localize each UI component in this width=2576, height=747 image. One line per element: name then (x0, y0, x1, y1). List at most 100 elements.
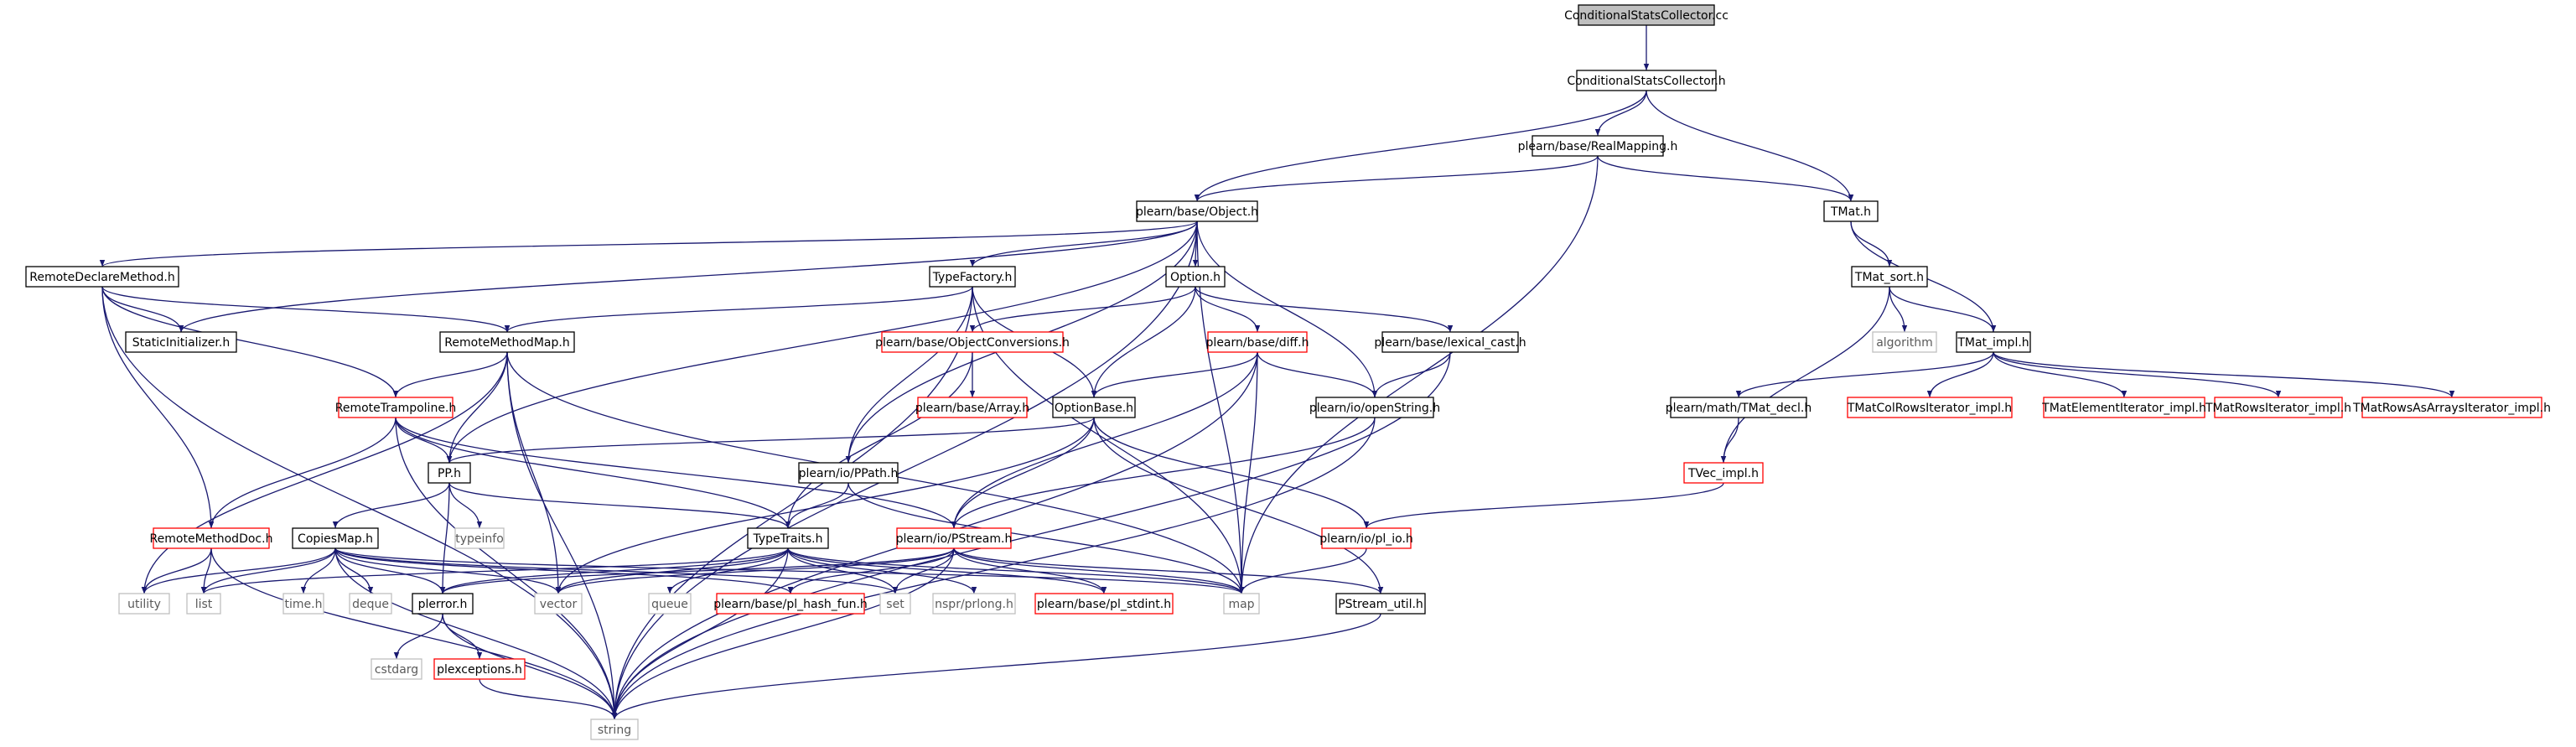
node-label: plearn/base/Array.h (915, 402, 1029, 415)
edge-remotetrampoline-h-to-pp-h (395, 417, 453, 464)
edge-pp-h-to-typetraits-h (448, 482, 791, 529)
node-plearn-base-realmapping-h[interactable]: plearn/base/RealMapping.h (1518, 135, 1678, 157)
node-plearn-base-diff-h[interactable]: plearn/base/diff.h (1206, 331, 1309, 353)
node-remotemethoddoc-h[interactable]: RemoteMethodDoc.h (150, 527, 273, 549)
node-plearn-base-lexical-cast-h[interactable]: plearn/base/lexical_cast.h (1374, 331, 1526, 353)
edge-remotedeclaremethod-h-to-staticinitializer-h (101, 286, 184, 333)
node-plearn-io-ppath-h[interactable]: plearn/io/PPath.h (798, 462, 899, 484)
edge-plearn-io-ppath-h-to-typetraits-h (785, 482, 849, 529)
node-box (1872, 331, 1937, 353)
edge-plearn-io-pstream-h-to-vector (555, 547, 955, 594)
node-option-h[interactable]: Option.h (1165, 266, 1226, 288)
node-label: plexceptions.h (437, 663, 522, 677)
node-box (1052, 397, 1136, 418)
edge-optionbase-h-to-pstream-util-h (1093, 417, 1384, 594)
node-label: TMat_sort.h (1854, 271, 1924, 284)
edge-layer (100, 24, 2455, 720)
node-plearn-math-tmat-decl-h[interactable]: plearn/math/TMat_decl.h (1666, 397, 1811, 418)
node-remotedeclaremethod-h[interactable]: RemoteDeclareMethod.h (25, 266, 179, 288)
node-tmatelementiterator-impl-h[interactable]: TMatElementIterator_impl.h (2041, 397, 2206, 418)
node-label: utility (127, 598, 161, 611)
edge-plearn-base-object-h-to-string (611, 220, 1198, 720)
node-box (534, 593, 583, 615)
edge-plearn-io-openstring-h-to-plearn-io-pstream-h (951, 417, 1376, 529)
node-plearn-base-object-h[interactable]: plearn/base/Object.h (1136, 200, 1258, 222)
node-plearn-base-array-h[interactable]: plearn/base/Array.h (915, 397, 1029, 418)
node-box (1683, 462, 1764, 484)
edge-typetraits-h-to-set (787, 547, 899, 594)
node-label: time.h (285, 598, 323, 611)
node-plexceptions-h[interactable]: plexceptions.h (433, 658, 526, 680)
node-set: set (879, 593, 911, 615)
node-plearn-io-openstring-h[interactable]: plearn/io/openString.h (1309, 397, 1440, 418)
node-label: plearn/io/PPath.h (799, 467, 899, 480)
node-remotemethodmap-h[interactable]: RemoteMethodMap.h (439, 331, 575, 353)
node-tvec-impl-h[interactable]: TVec_impl.h (1683, 462, 1764, 484)
edge-pp-h-to-typeinfo (448, 482, 483, 529)
node-box (1165, 266, 1226, 288)
node-tmat-h[interactable]: TMat.h (1823, 200, 1879, 222)
node-list: list (186, 593, 221, 615)
node-staticinitializer-h[interactable]: StaticInitializer.h (125, 331, 237, 353)
edge-tvec-impl-h-to-plearn-io-pl-io-h (1363, 482, 1724, 529)
node-typefactory-h[interactable]: TypeFactory.h (929, 266, 1016, 288)
node-label: list (195, 598, 213, 611)
node-tmatrowsasarraysiterator-impl-h[interactable]: TMatRowsAsArraysIterator_impl.h (2352, 397, 2551, 418)
node-plearn-io-pstream-h[interactable]: plearn/io/PStream.h (896, 527, 1013, 549)
node-plearn-base-pl-stdint-h[interactable]: plearn/base/pl_stdint.h (1034, 593, 1174, 615)
node-vector: vector (534, 593, 583, 615)
edge-copiesmap-h-to-list (200, 547, 336, 594)
node-box (371, 658, 422, 680)
edge-typetraits-h-to-nspr-prlong-h (787, 547, 977, 594)
node-plearn-base-pl-hash-fun-h[interactable]: plearn/base/pl_hash_fun.h (713, 593, 868, 615)
edge-plearn-base-realmapping-h-to-map (1238, 155, 1599, 594)
node-pstream-util-h[interactable]: PStream_util.h (1335, 593, 1426, 615)
node-tmatrowsiterator-impl-h[interactable]: TMatRowsIterator_impl.h (2205, 397, 2351, 418)
node-plerror-h[interactable]: plerror.h (412, 593, 474, 615)
node-remotetrampoline-h[interactable]: RemoteTrampoline.h (335, 397, 457, 418)
edge-typetraits-h-to-vector (555, 547, 789, 594)
edge-remotetrampoline-h-to-remotemethoddoc-h (208, 417, 397, 529)
node-plearn-base-objectconversions-h[interactable]: plearn/base/ObjectConversions.h (875, 331, 1070, 353)
node-conditionalstatscollector-h[interactable]: ConditionalStatsCollector.h (1567, 70, 1726, 91)
node-optionbase-h[interactable]: OptionBase.h (1052, 397, 1136, 418)
node-box (798, 462, 899, 484)
node-tmat-sort-h[interactable]: TMat_sort.h (1851, 266, 1928, 288)
node-tmatcolrowsiterator-impl-h[interactable]: TMatColRowsIterator_impl.h (1847, 397, 2013, 418)
node-box (2214, 397, 2343, 418)
node-copiesmap-h[interactable]: CopiesMap.h (292, 527, 379, 549)
node-label: cstdarg (375, 663, 418, 677)
node-box (881, 331, 1064, 353)
edge-plexceptions-h-to-string (479, 678, 618, 720)
edge-copiesmap-h-to-vector (334, 547, 562, 594)
edge-remotetrampoline-h-to-plearn-io-pstream-h (395, 417, 957, 529)
node-label: string (598, 724, 631, 737)
node-box (1847, 397, 2013, 418)
edge-tmat-impl-h-to-plearn-math-tmat-decl-h (1735, 351, 1994, 398)
node-plearn-io-pl-io-h[interactable]: plearn/io/pl_io.h (1319, 527, 1413, 549)
node-tmat-impl-h[interactable]: TMat_impl.h (1956, 331, 2031, 353)
node-typetraits-h[interactable]: TypeTraits.h (747, 527, 829, 549)
node-layer: ConditionalStatsCollector.ccConditionalS… (25, 4, 2551, 740)
edge-tmat-sort-h-to-tmat-impl-h (1889, 286, 1997, 333)
node-label: PP.h (438, 467, 461, 480)
node-box (1315, 397, 1434, 418)
edge-copiesmap-h-to-plearn-base-pl-hash-fun-h (334, 547, 794, 594)
edge-option-h-to-plearn-base-objectconversions-h (969, 286, 1196, 333)
node-box (1335, 593, 1426, 615)
node-label: map (1228, 598, 1254, 611)
node-box (1321, 527, 1412, 549)
node-box (1136, 200, 1258, 222)
edge-option-h-to-optionbase-h (1091, 286, 1196, 398)
node-label: RemoteMethodMap.h (444, 336, 569, 350)
node-pp-h[interactable]: PP.h (428, 462, 471, 484)
edge-plerror-h-to-plexceptions-h (442, 613, 483, 660)
edge-pstream-util-h-to-string (611, 613, 1381, 720)
edge-plearn-base-diff-h-to-map (1238, 351, 1258, 594)
edge-copiesmap-h-to-plerror-h (334, 547, 446, 594)
node-box (917, 397, 1028, 418)
edge-plearn-io-pl-io-h-to-map (1238, 547, 1367, 594)
node-box (1578, 4, 1715, 26)
edge-plearn-base-objectconversions-h-to-typetraits-h (785, 351, 973, 529)
node-box (2361, 397, 2542, 418)
